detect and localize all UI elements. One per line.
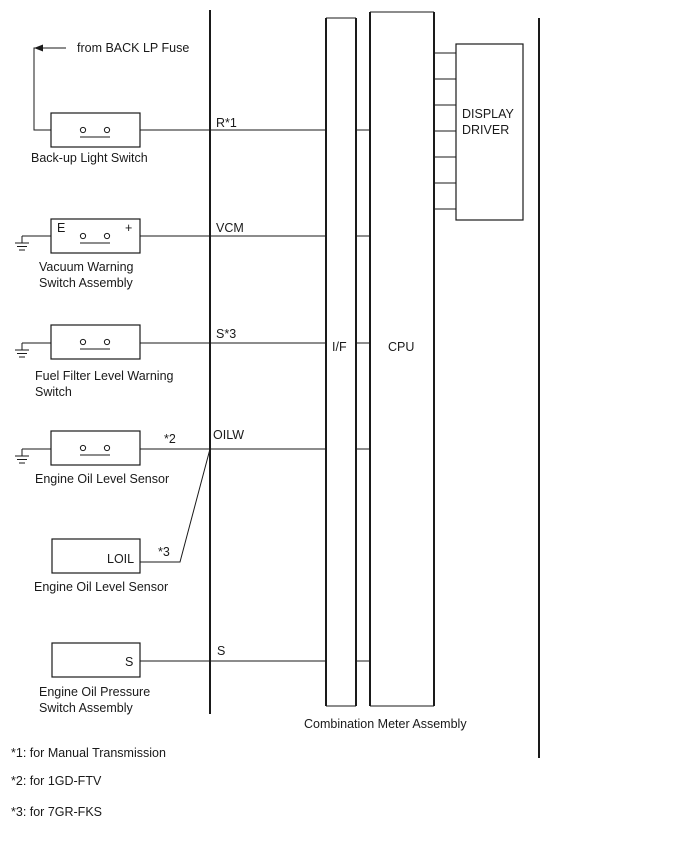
wire-label-s: S [217, 644, 225, 658]
ground-icon [14, 349, 30, 358]
combination-meter-label: Combination Meter Assembly [304, 717, 467, 731]
wire-label-note3: *3 [158, 545, 170, 559]
ground-icon [14, 242, 30, 251]
footnote-3: *3: for 7GR-FKS [11, 805, 102, 819]
footnote-1: *1: for Manual Transmission [11, 746, 166, 760]
if-block: I/F [325, 17, 357, 707]
if-label: I/F [332, 340, 347, 354]
footnotes: *1: for Manual Transmission *2: for 1GD-… [11, 746, 166, 819]
cpu-label: CPU [388, 340, 414, 354]
fuel-filter-label-2: Switch [35, 385, 72, 399]
terminal-e: E [57, 221, 65, 235]
wire-label-r1: R*1 [216, 116, 237, 130]
engine-oil-pressure-label-2: Switch Assembly [39, 701, 134, 715]
backup-light-switch: from BACK LP Fuse R*1 Back-up Light Swit… [31, 41, 326, 165]
vacuum-warning-switch: E + VCM Vacuum Warning Switch Assembly [14, 218, 326, 290]
wire-label-vcm: VCM [216, 221, 244, 235]
backup-light-switch-label: Back-up Light Switch [31, 151, 148, 165]
terminal-s: S [125, 655, 133, 669]
wire-label-s3: S*3 [216, 327, 236, 341]
engine-oil-level-sensor-1: *2 OILW Engine Oil Level Sensor [14, 428, 326, 486]
if-cpu-links [356, 129, 370, 662]
display-driver: DISPLAY DRIVER [434, 43, 524, 221]
wire-label-oilw: OILW [213, 428, 244, 442]
wire-label-note2: *2 [164, 432, 176, 446]
fuse-source-label: from BACK LP Fuse [77, 41, 189, 55]
engine-oil-pressure-switch: S S Engine Oil Pressure Switch Assembly [39, 642, 326, 715]
fuel-filter-label-1: Fuel Filter Level Warning [35, 369, 174, 383]
vacuum-warning-label-2: Switch Assembly [39, 276, 134, 290]
ground-icon [14, 455, 30, 464]
engine-oil-pressure-label-1: Engine Oil Pressure [39, 685, 150, 699]
engine-oil-level-sensor-2: LOIL *3 Engine Oil Level Sensor [34, 448, 211, 594]
cpu-block: CPU [369, 11, 435, 707]
vacuum-warning-label-1: Vacuum Warning [39, 260, 134, 274]
display-driver-line1: DISPLAY [462, 107, 515, 121]
arrow-left-icon [34, 44, 43, 52]
display-driver-line2: DRIVER [462, 123, 509, 137]
engine-oil-level-sensor-2-label: Engine Oil Level Sensor [34, 580, 168, 594]
footnote-2: *2: for 1GD-FTV [11, 774, 102, 788]
fuel-filter-switch: S*3 Fuel Filter Level Warning Switch [14, 324, 326, 399]
terminal-loil: LOIL [107, 552, 134, 566]
terminal-plus: + [125, 221, 132, 235]
engine-oil-level-sensor-1-label: Engine Oil Level Sensor [35, 472, 169, 486]
